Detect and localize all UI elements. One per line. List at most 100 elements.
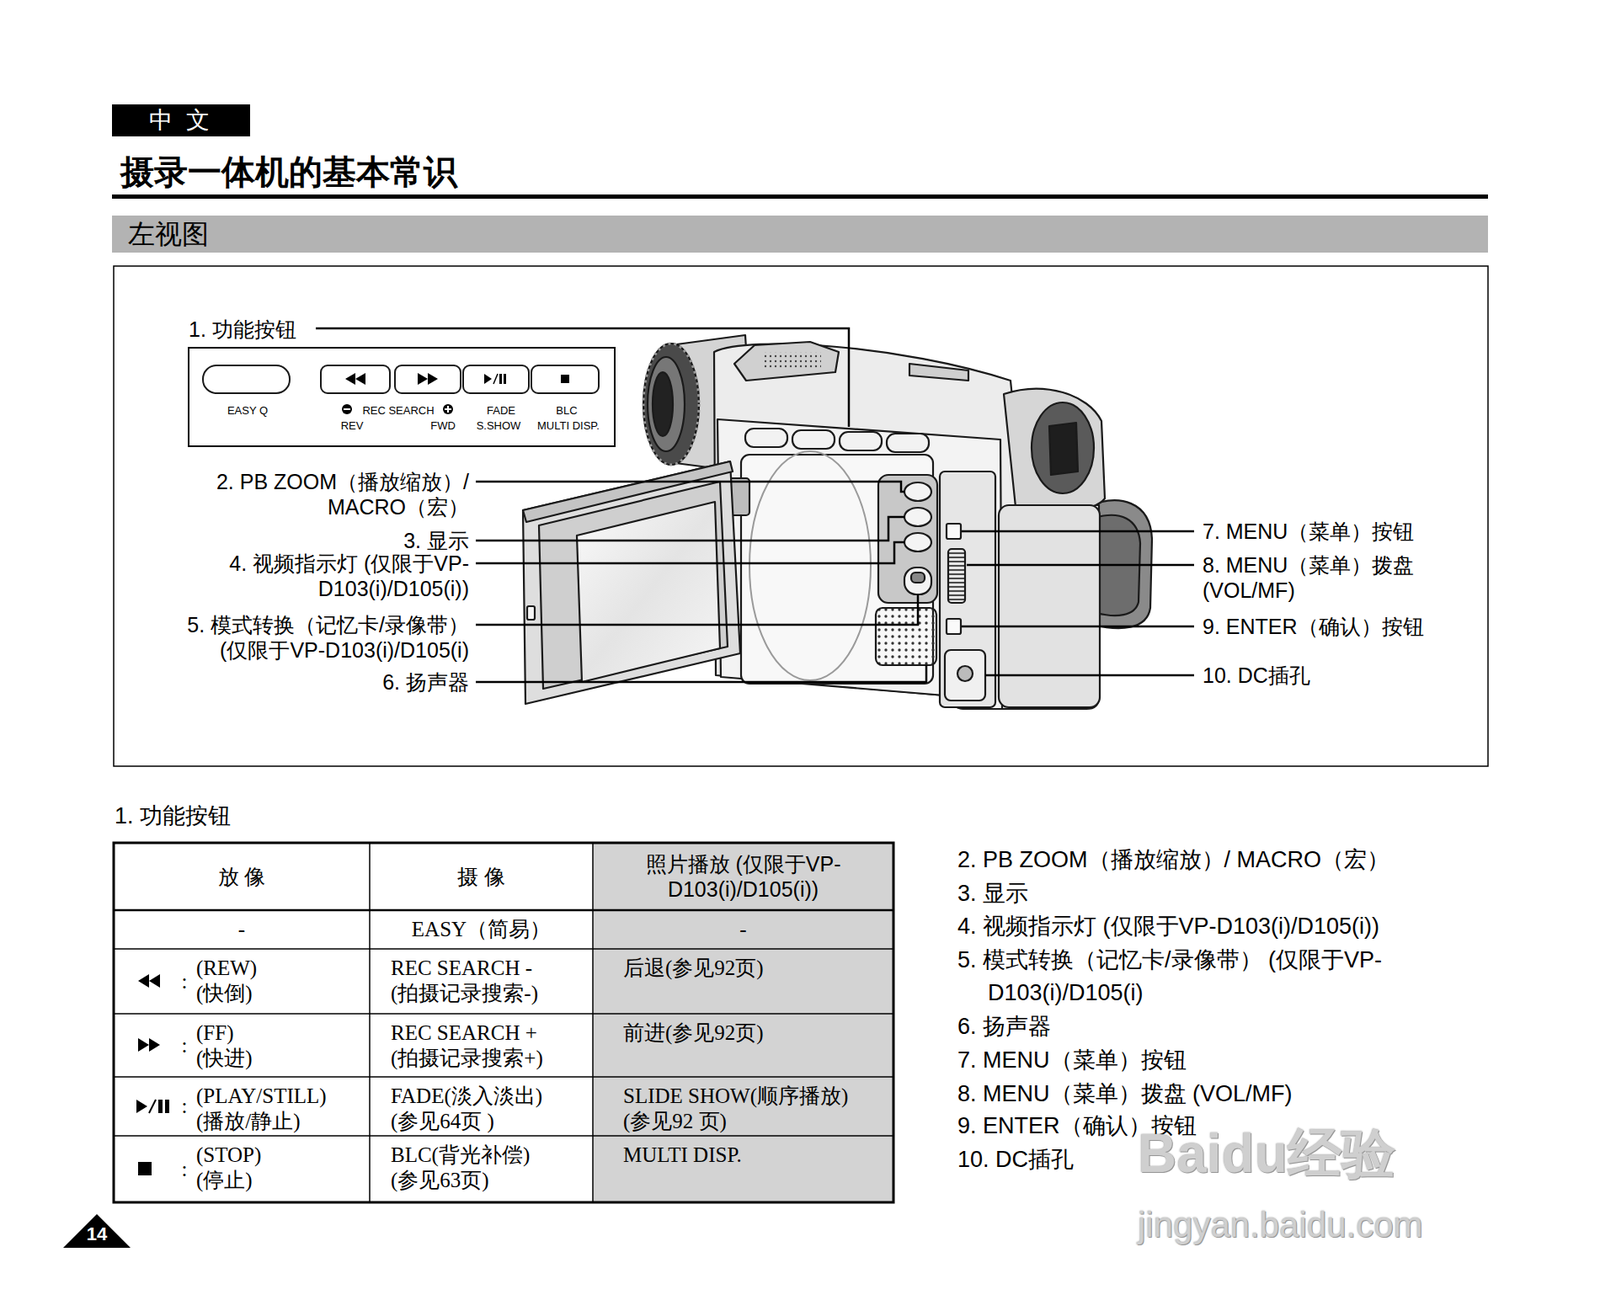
diagram-frame (113, 266, 1488, 767)
button-symbol (417, 373, 428, 385)
inset-buttons (202, 365, 290, 394)
table-cell: EASY（简易） (369, 917, 593, 943)
band-text: 左视图 (128, 218, 209, 251)
callout-label: 4. 视频指示灯 (仅限于VP-D103(i)/D105(i)) (157, 550, 470, 602)
camcorder (643, 343, 699, 465)
leader-line (475, 481, 905, 492)
button-symbol (484, 373, 492, 384)
inset-buttons (463, 365, 529, 394)
table-cell: REC SEARCH + (拍摄记录搜索+) (390, 1020, 560, 1072)
table-cell: FADE(淡入淡出) (参见64页 ) (390, 1083, 560, 1135)
camcorder (878, 474, 938, 603)
table-symbol (149, 974, 160, 988)
table-symbol (149, 1038, 160, 1052)
callout-label: 3. 显示 (403, 528, 470, 554)
callout-label: 9. ENTER（确认）按钮 (1202, 613, 1424, 640)
table-header: 摄 像 (369, 864, 593, 890)
camcorder (904, 533, 932, 552)
camcorder (998, 505, 1100, 708)
table-symbol (149, 1099, 156, 1114)
inset-buttons (202, 365, 599, 394)
button-symbol (560, 374, 570, 384)
table-symbol (138, 974, 150, 988)
table-grid (113, 909, 894, 912)
camcorder (762, 352, 822, 369)
button-label: EASY Q (227, 404, 268, 418)
callout-label: 8. MENU（菜单）拨盘 (VOL/MF) (1202, 552, 1456, 603)
leader-line (315, 328, 849, 427)
camcorder (944, 650, 986, 701)
page-number: 14 (86, 1223, 107, 1246)
camcorder (909, 363, 969, 381)
camcorder (527, 606, 535, 620)
table-cell: - (113, 917, 370, 943)
leader-line (961, 530, 1195, 534)
button-symbol (447, 405, 449, 413)
camcorder (576, 501, 720, 683)
camcorder (875, 608, 937, 666)
table-cell: 前进(参见92页) (623, 1020, 885, 1046)
camcorder (652, 372, 673, 437)
camcorder (734, 341, 839, 381)
table-cell: : (178, 1093, 191, 1120)
table-symbol (165, 1099, 170, 1114)
camcorder (911, 572, 925, 583)
button-label: REV (341, 419, 364, 433)
table-cell: BLC(背光补偿) (参见63页) (390, 1142, 560, 1194)
title-rule (112, 194, 1488, 199)
page-badge-shape (63, 1214, 131, 1248)
camcorder (904, 507, 932, 527)
table-grid (113, 842, 894, 1203)
table-symbol (138, 1038, 150, 1052)
table-cell: (REW) (快倒) (196, 955, 281, 1007)
callout-label: 1. 功能按钮 (188, 316, 297, 342)
button-symbol (499, 373, 502, 384)
button-symbol (345, 373, 356, 385)
button-label: MULTI DISP. (537, 419, 600, 433)
leader-line (966, 564, 1195, 567)
camcorder (886, 433, 929, 453)
section-heading: 1. 功能按钮 (114, 802, 231, 830)
callout-label: 5. 模式转换（记忆卡/录像带） (仅限于VP-D103(i)/D105(i) (157, 612, 470, 663)
camcorder (1031, 402, 1094, 494)
button-symbol (427, 373, 438, 385)
table-grid (113, 948, 894, 950)
list-item: 3. 显示 (957, 877, 1510, 911)
camcorder (948, 549, 966, 603)
button-label: FWD (430, 419, 456, 433)
button-label: FADE (486, 404, 516, 418)
table-cell: - (592, 917, 894, 943)
inset-buttons (320, 365, 390, 394)
title-rule (112, 194, 1488, 199)
table-cell: 后退(参见92页) (623, 955, 885, 982)
table-header: 放 像 (113, 864, 370, 890)
camcorder (792, 430, 835, 449)
callout-label: 6. 扬声器 (382, 669, 470, 695)
table-symbol (136, 1099, 148, 1114)
button-label: BLC (555, 404, 577, 418)
table-grid (592, 842, 594, 1203)
watermark: Baidu经验 (1137, 1121, 1396, 1187)
camcorder (946, 523, 961, 539)
table-cell: (PLAY/STILL) (播放/静止) (196, 1083, 344, 1135)
camcorder (522, 461, 741, 704)
leader-line (961, 625, 1195, 629)
table-cell: (FF) (快进) (196, 1020, 272, 1072)
camcorder (957, 666, 973, 682)
list-item: 6. 扬声器 (957, 1010, 1510, 1044)
button-symbol (503, 373, 507, 384)
button-symbol (355, 373, 366, 385)
language-tab: 中 文 (112, 104, 251, 137)
button-symbol (442, 404, 454, 415)
table-symbol (158, 1099, 163, 1114)
table-cell: : (178, 1157, 191, 1183)
table-cell: : (178, 1033, 191, 1059)
button-symbol (341, 404, 352, 415)
table-grid (113, 842, 894, 1203)
table-header: 照片播放 (仅限于VP-D103(i)/D105(i)) (592, 851, 894, 902)
callout-label: 2. PB ZOOM（播放缩放）/ MACRO（宏） (157, 469, 470, 520)
callout-label: 10. DC插孔 (1202, 662, 1311, 688)
page-title: 摄录一体机的基本常识 (120, 151, 458, 192)
table-cell: MULTI DISP. (623, 1142, 885, 1168)
